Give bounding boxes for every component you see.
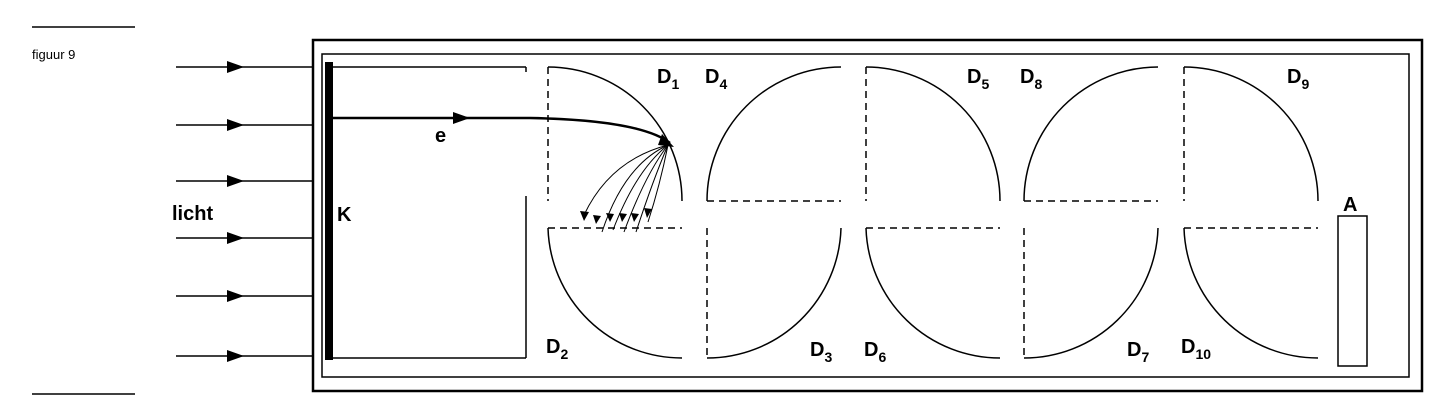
dynode-7 xyxy=(1023,227,1159,359)
cathode xyxy=(325,62,333,360)
light-arrowhead-4 xyxy=(227,232,244,244)
dynode-5 xyxy=(865,66,1001,202)
dynode-2 xyxy=(547,227,683,359)
dynode-label-3: D3 xyxy=(810,339,832,365)
dynode-label-2: D2 xyxy=(546,336,568,362)
dynode-label-1: D1 xyxy=(657,66,679,92)
tube-outer-wall xyxy=(311,38,1424,393)
dynodes xyxy=(547,66,1319,359)
dynode-label-7: D7 xyxy=(1127,339,1149,365)
light-arrowhead-6 xyxy=(227,350,244,362)
cathode-label: K xyxy=(337,204,352,226)
dynode-1 xyxy=(547,66,683,202)
secondary-electrons xyxy=(580,144,669,233)
dynode-labels: D1 D4 D5 D8 D9 D2 D3 D6 D7 D10 xyxy=(546,66,1309,365)
dynode-label-6: D6 xyxy=(864,339,886,365)
dynode-10 xyxy=(1183,227,1319,359)
anode xyxy=(1337,215,1368,367)
dynode-6 xyxy=(865,227,1001,359)
dynode-label-8: D8 xyxy=(1020,66,1042,92)
light-label: licht xyxy=(172,203,213,225)
focus-electrode xyxy=(333,66,527,359)
figure-label: figuur 9 xyxy=(32,47,75,62)
light-arrowhead-5 xyxy=(227,290,244,302)
electron-path xyxy=(333,112,674,147)
light-arrowhead-3 xyxy=(227,175,244,187)
dynode-label-9: D9 xyxy=(1287,66,1309,92)
dynode-label-5: D5 xyxy=(967,66,989,92)
electron-arrowhead xyxy=(453,112,470,124)
dynode-label-10: D10 xyxy=(1181,336,1211,362)
anode-label: A xyxy=(1343,194,1357,216)
dynode-3 xyxy=(706,227,842,359)
tube-inner-wall xyxy=(321,53,1410,378)
dynode-9 xyxy=(1183,66,1319,202)
dynode-label-4: D4 xyxy=(705,66,727,92)
electron-label: e xyxy=(435,125,446,147)
dynode-8 xyxy=(1023,66,1159,202)
dynode-4 xyxy=(706,66,842,202)
light-arrowhead-1 xyxy=(227,61,244,73)
light-arrows xyxy=(176,61,313,362)
light-arrowhead-2 xyxy=(227,119,244,131)
electron-arrowhead-end xyxy=(658,134,674,147)
